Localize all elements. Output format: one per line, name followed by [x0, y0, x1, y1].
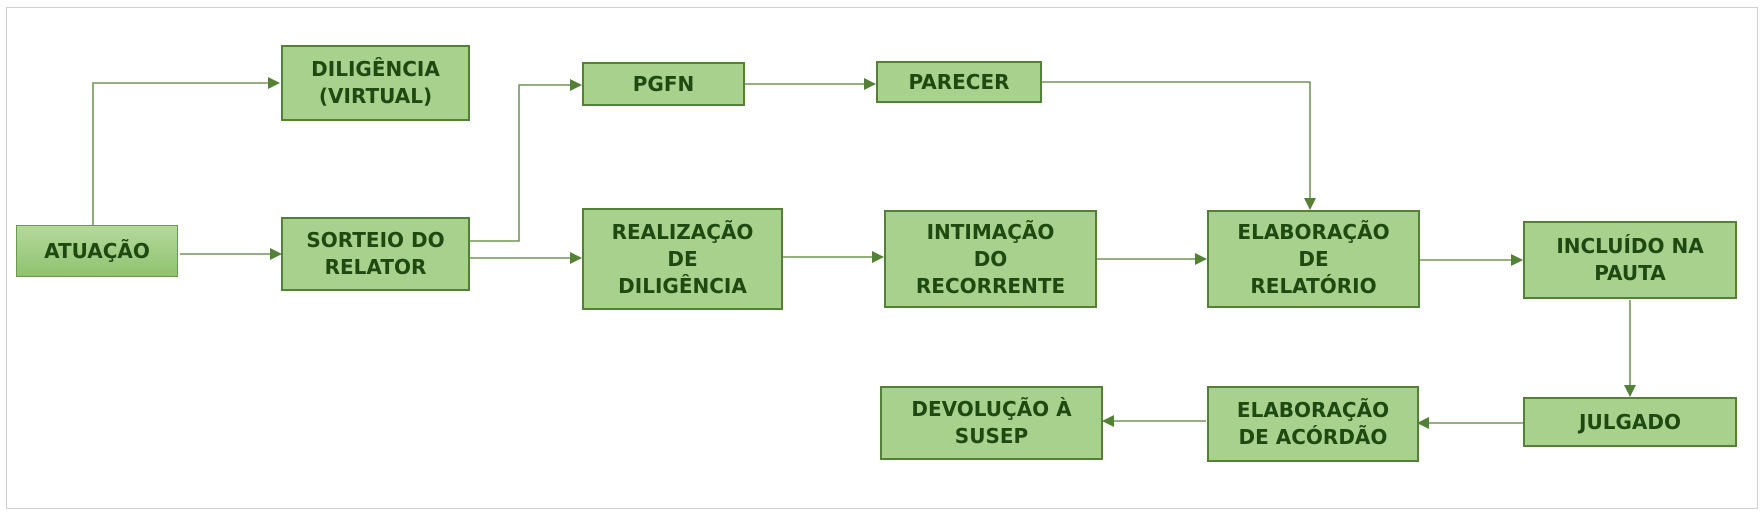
node-elaboracao-de-relatorio: ELABORAÇÃO DE RELATÓRIO: [1207, 210, 1420, 308]
node-devolucao-a-susep: DEVOLUÇÃO À SUSEP: [880, 386, 1103, 460]
node-elaboracao-de-acordao: ELABORAÇÃO DE ACÓRDÃO: [1207, 386, 1419, 462]
node-incluido-na-pauta: INCLUÍDO NA PAUTA: [1523, 221, 1737, 299]
node-parecer: PARECER: [876, 61, 1042, 103]
node-realizacao-de-diligencia: REALIZAÇÃO DE DILIGÊNCIA: [582, 208, 783, 310]
node-sorteio-do-relator: SORTEIO DO RELATOR: [281, 217, 470, 291]
arrow-parecer-to-elaboracao-relatorio: [1042, 81, 1316, 210]
node-diligencia-virtual: DILIGÊNCIA (VIRTUAL): [281, 45, 470, 121]
node-atuacao: ATUAÇÃO: [16, 225, 178, 277]
node-julgado: JULGADO: [1523, 397, 1737, 447]
node-intimacao-do-recorrente: INTIMAÇÃO DO RECORRENTE: [884, 210, 1097, 308]
node-pgfn: PGFN: [582, 62, 745, 106]
arrow-atuacao-to-diligencia-virtual: [92, 77, 280, 225]
arrow-sorteio-to-pgfn: [470, 79, 582, 242]
